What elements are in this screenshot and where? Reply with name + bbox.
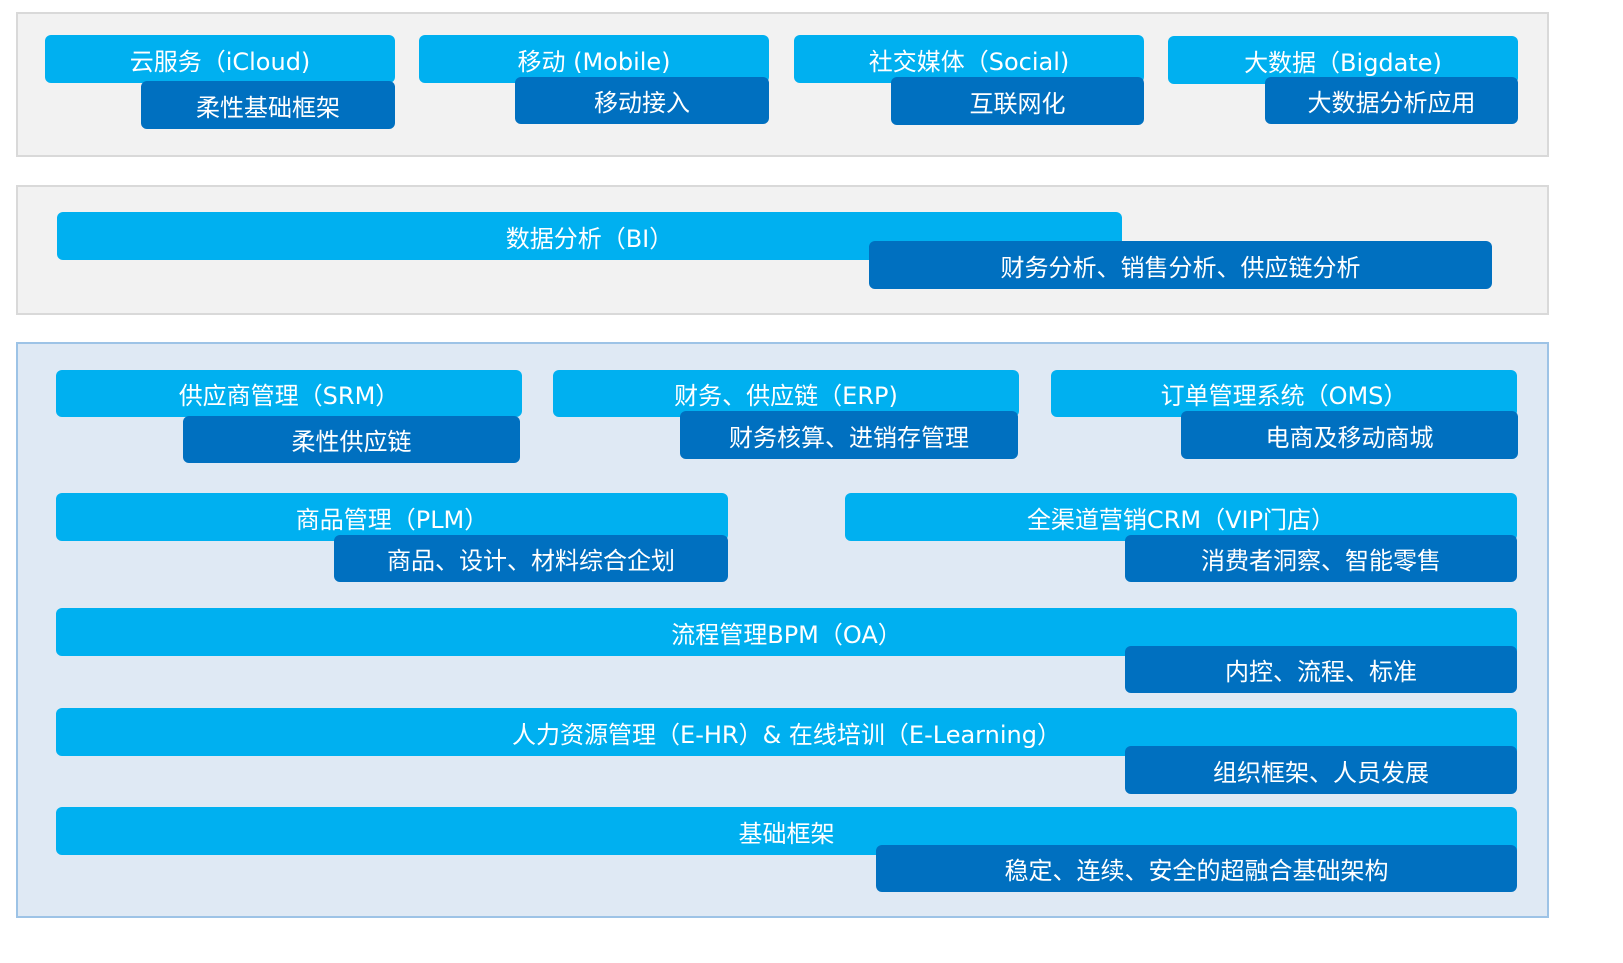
internet-bar: 互联网化 xyxy=(891,77,1144,125)
social-media-bar: 社交媒体（Social) xyxy=(794,35,1144,83)
internal-control-bar: 内控、流程、标准 xyxy=(1125,646,1517,693)
bpm-bar: 流程管理BPM（OA） xyxy=(56,608,1517,656)
crm-bar: 全渠道营销CRM（VIP门店） xyxy=(845,493,1517,541)
consumer-insight-bar: 消费者洞察、智能零售 xyxy=(1125,535,1517,582)
cloud-service-bar: 云服务（iCloud) xyxy=(45,35,395,83)
hyperconverged-bar: 稳定、连续、安全的超融合基础架构 xyxy=(876,845,1517,892)
flexible-supply-chain-bar: 柔性供应链 xyxy=(183,416,520,463)
plm-bar: 商品管理（PLM） xyxy=(56,493,728,541)
big-data-bar: 大数据（Bigdate) xyxy=(1168,36,1518,84)
flexible-framework-bar: 柔性基础框架 xyxy=(141,81,395,129)
oms-bar: 订单管理系统（OMS） xyxy=(1051,370,1517,417)
mobile-bar: 移动 (Mobile) xyxy=(419,35,769,83)
mobile-access-bar: 移动接入 xyxy=(515,77,769,124)
bi-analysis-detail-bar: 财务分析、销售分析、供应链分析 xyxy=(869,241,1492,289)
org-development-bar: 组织框架、人员发展 xyxy=(1125,746,1517,794)
srm-bar: 供应商管理（SRM） xyxy=(56,370,522,417)
ecommerce-mall-bar: 电商及移动商城 xyxy=(1181,411,1518,459)
erp-bar: 财务、供应链（ERP) xyxy=(553,370,1019,417)
finance-inventory-bar: 财务核算、进销存管理 xyxy=(680,411,1018,459)
product-planning-bar: 商品、设计、材料综合企划 xyxy=(334,535,728,582)
big-data-analysis-bar: 大数据分析应用 xyxy=(1265,77,1518,124)
